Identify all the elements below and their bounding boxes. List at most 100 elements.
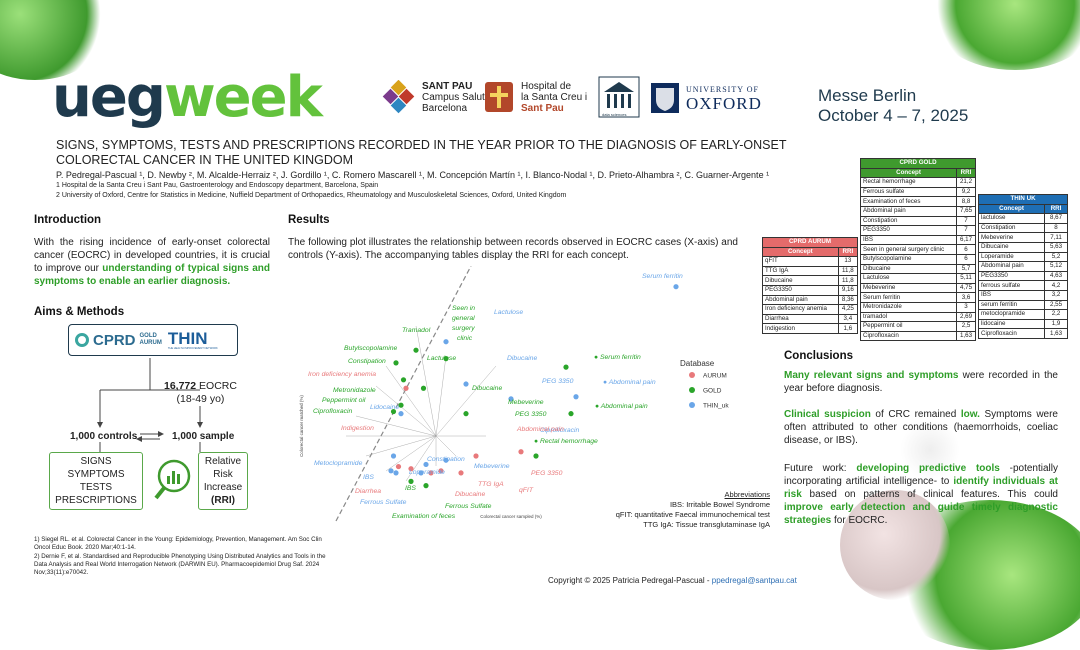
abbrev-ttg: TTG IgA: Tissue transglutaminase IgA bbox=[643, 520, 770, 529]
table-cell-concept: Abdominal pain bbox=[860, 205, 957, 217]
table-cell-concept: Serum ferritin bbox=[860, 292, 957, 303]
table-cell-concept: ferrous sulfate bbox=[977, 280, 1046, 291]
table-cell-concept: IBS bbox=[977, 289, 1046, 301]
scatter-point bbox=[563, 364, 569, 370]
thin-sub: THE HEALTH IMPROVEMENT NETWORK bbox=[167, 346, 218, 350]
scatter-point bbox=[463, 381, 469, 387]
conclusions-p3-c: based on patterns of clinical features. … bbox=[801, 489, 1058, 500]
hospital-line2: la Santa Creu i bbox=[521, 91, 588, 103]
scatter-point bbox=[443, 356, 449, 362]
table-cell-concept: Iron deficiency anemia bbox=[762, 304, 839, 315]
point-label: Loperamide bbox=[409, 469, 445, 476]
references: 1) Siegel RL. et al. Colorectal Cancer i… bbox=[34, 536, 334, 577]
table-cell-concept: Peppermint oil bbox=[860, 321, 957, 332]
logo-week: week bbox=[163, 65, 323, 130]
sst-prescriptions: PRESCRIPTIONS bbox=[55, 495, 137, 506]
table-cell-concept: PEG3350 bbox=[977, 270, 1046, 282]
hospital-line1: Hospital de bbox=[521, 80, 572, 92]
cprd-swirl-icon bbox=[75, 333, 89, 347]
leader-line bbox=[435, 355, 447, 437]
point-label: Peppermint oil bbox=[322, 397, 366, 404]
table-cell-concept: Ciprofloxacin bbox=[860, 330, 957, 342]
conclusions-p2: Clinical suspicion of CRC remained low. … bbox=[784, 408, 1058, 447]
table-cell-concept: Abdominal pain bbox=[762, 294, 839, 306]
intro-text-body: With the rising incidence of early-onset… bbox=[34, 237, 270, 274]
conclusions-p3-b: -potentially incorporating artificial in… bbox=[784, 463, 1059, 487]
legend-label: GOLD bbox=[703, 388, 722, 395]
sst-signs: SIGNS bbox=[80, 456, 112, 467]
table-cell-concept: Dibucaine bbox=[977, 241, 1046, 253]
point-label: Dibucaine bbox=[507, 355, 537, 362]
point-label: Ciprofloxacin bbox=[540, 427, 580, 434]
point-label: Metoclopramide bbox=[314, 460, 363, 467]
table-cell-rri: 9,16 bbox=[837, 284, 859, 296]
eocrc-count-label: EOCRC bbox=[196, 380, 237, 392]
table-cell-rri: 1,9 bbox=[1044, 318, 1068, 330]
conclusions-p3-hl2: identify individuals at risk bbox=[784, 476, 1058, 500]
leader-line bbox=[435, 435, 457, 457]
copyright: Copyright © 2025 Patricia Pedregal-Pascu… bbox=[548, 576, 797, 585]
abbrev-qfit: qFIT: quantitative Faecal immunochemical… bbox=[615, 510, 770, 519]
santpau-campus-logo: SANT PAU Campus Salut Barcelona bbox=[382, 80, 485, 114]
table-cell-rri: 3 bbox=[956, 301, 976, 313]
rri-abbr: (RRI) bbox=[211, 495, 235, 506]
x-axis-label: Colorectal cancer sampled (%) bbox=[480, 514, 542, 519]
table-cell-concept: lidocaine bbox=[977, 318, 1046, 330]
author-list: P. Pedregal-Pascual ¹, D. Newby ², M. Al… bbox=[56, 170, 770, 180]
decor-liver-illustration bbox=[840, 490, 950, 600]
contact-email-link[interactable]: ppedregal@santpau.cat bbox=[711, 576, 797, 585]
legend-title: Database bbox=[680, 359, 715, 368]
rri-increase: Increase bbox=[203, 482, 243, 493]
conclusions-p2-mid: of CRC remained bbox=[870, 409, 961, 420]
table-cell-concept: Mebeverine bbox=[977, 232, 1046, 243]
conclusions-p3-hl1: developing predictive tools bbox=[856, 463, 1000, 474]
table-cell-concept: metoclopramide bbox=[977, 309, 1046, 320]
leader-line bbox=[405, 435, 437, 482]
table-title: CPRD AURUM bbox=[762, 237, 858, 248]
table-cell-rri: 3,2 bbox=[1044, 289, 1068, 301]
table-cell-rri: 8,67 bbox=[1044, 213, 1068, 224]
legend-marker bbox=[689, 387, 695, 393]
conclusions-p1-text: were recorded in the year before diagnos… bbox=[784, 370, 1058, 394]
table-cell-concept: Mebeverine bbox=[860, 282, 957, 294]
reference-2: 2) Dernie F, et al. Standardised and Rep… bbox=[34, 553, 326, 576]
abbreviations-heading: Abbreviations bbox=[724, 490, 770, 499]
point-label: Mebeverine bbox=[508, 399, 544, 406]
point-label: Constipation bbox=[427, 456, 465, 463]
decor-green-top-right bbox=[930, 0, 1080, 70]
sample-count: 1,000 sample bbox=[172, 431, 235, 442]
scatter-point bbox=[420, 385, 427, 391]
scatter-point bbox=[463, 411, 469, 417]
table-cell-concept: Indigestion bbox=[762, 323, 839, 334]
controls-count: 1,000 controls bbox=[70, 431, 138, 442]
rri-risk: Risk bbox=[213, 469, 233, 480]
legend-label: THIN_uk bbox=[703, 403, 729, 410]
rri-box: Relative Risk Increase (RRI) bbox=[198, 452, 248, 510]
table-cell-concept: Seen in general surgery clinic bbox=[860, 244, 957, 255]
scatter-point bbox=[398, 411, 404, 417]
point-label: Ciprofloxacin bbox=[313, 408, 353, 415]
leader-line bbox=[375, 385, 437, 437]
point-label: PEG 3350 bbox=[542, 378, 574, 385]
affiliation-1: 1 Hospital de la Santa Creu i Sant Pau, … bbox=[56, 181, 379, 189]
sst-symptoms: SYMPTOMS bbox=[67, 469, 125, 480]
scatter-point bbox=[398, 402, 404, 408]
scatter-point bbox=[533, 453, 539, 459]
cprd-thin-logo: CPRD GOLD AURUM THIN THE HEALTH IMPROVEM… bbox=[68, 324, 238, 356]
point-label: Butylscopolamine bbox=[344, 345, 397, 352]
table-cell-rri: 1,6 bbox=[837, 323, 859, 334]
magnifier-chart-icon bbox=[154, 459, 191, 500]
table-cell-rri: 4,25 bbox=[837, 304, 859, 315]
table-title: CPRD GOLD bbox=[860, 158, 976, 169]
